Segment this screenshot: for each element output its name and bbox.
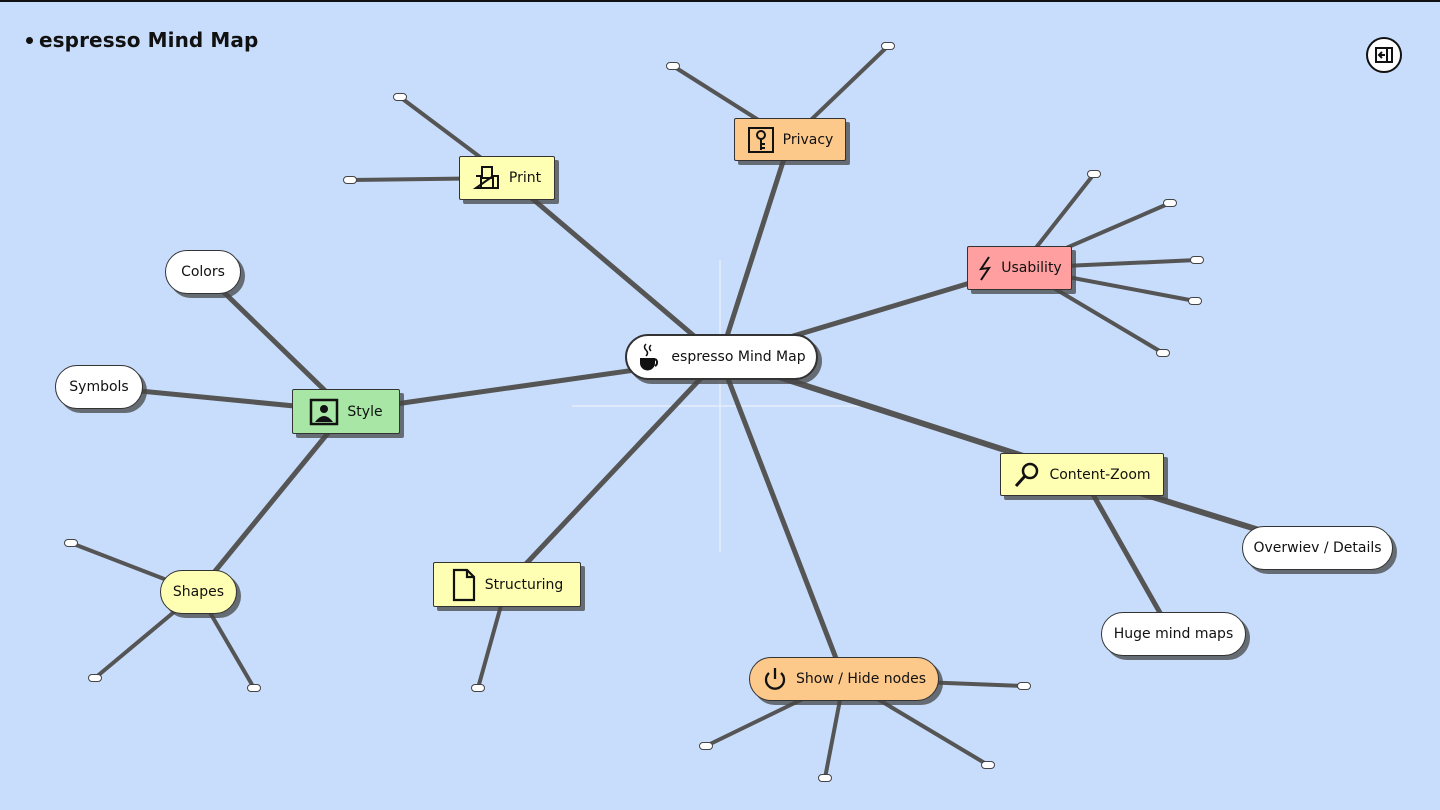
node-colors[interactable]: Colors [165, 250, 241, 294]
collapsed-node-handle[interactable] [1087, 170, 1101, 178]
window-top-border [0, 0, 1440, 2]
lightning-icon [977, 255, 993, 281]
node-shapes-label: Shapes [172, 584, 225, 600]
connector-line [717, 355, 847, 682]
collapsed-node-handle[interactable] [818, 774, 832, 782]
magnifier-icon [1013, 461, 1041, 489]
collapsed-node-handle[interactable] [343, 176, 357, 184]
coffee-cup-icon [637, 342, 663, 372]
exit-icon [1375, 47, 1393, 63]
collapsed-node-handle[interactable] [1017, 682, 1031, 690]
node-print[interactable]: Print [459, 156, 555, 200]
connector-line [505, 175, 723, 361]
node-content-zoom[interactable]: Content-Zoom [1000, 453, 1164, 496]
collapsed-node-handle[interactable] [64, 539, 78, 547]
node-center[interactable]: espresso Mind Map [625, 334, 818, 380]
collapsed-node-handle[interactable] [666, 62, 680, 70]
node-privacy[interactable]: Privacy [734, 118, 846, 161]
node-huge-mind-maps[interactable]: Huge mind maps [1101, 612, 1246, 656]
collapsed-node-handle[interactable] [1156, 349, 1170, 357]
node-style-label: Style [347, 403, 383, 420]
node-show-hide-label: Show / Hide nodes [796, 671, 926, 687]
node-symbols-label: Symbols [69, 379, 129, 395]
collapsed-node-handle[interactable] [699, 742, 713, 750]
printer-icon [472, 164, 501, 192]
key-icon [747, 126, 775, 154]
connector-line [1079, 472, 1175, 637]
exit-button[interactable] [1366, 37, 1402, 73]
document-icon [451, 568, 477, 602]
node-usability-label: Usability [1001, 260, 1062, 276]
title-bullet [26, 36, 33, 44]
collapsed-node-handle[interactable] [88, 674, 102, 682]
power-icon [762, 666, 788, 692]
connector-line [200, 269, 349, 414]
connectors [69, 44, 1320, 780]
connector-line [195, 408, 349, 595]
collapsed-node-handle[interactable] [471, 684, 485, 692]
node-show-hide[interactable]: Show / Hide nodes [749, 657, 939, 701]
node-huge-label: Huge mind maps [1113, 626, 1234, 642]
collapsed-node-handle[interactable] [881, 42, 895, 50]
node-shapes[interactable]: Shapes [160, 570, 237, 614]
collapsed-node-handle[interactable] [1188, 297, 1202, 305]
connector-line [504, 355, 723, 587]
collapsed-node-handle[interactable] [247, 684, 261, 692]
app-title-area: espresso Mind Map [26, 28, 258, 52]
node-symbols[interactable]: Symbols [55, 365, 143, 409]
node-content-zoom-label: Content-Zoom [1049, 466, 1151, 483]
node-structuring-label: Structuring [484, 576, 564, 593]
picture-icon [309, 398, 339, 426]
node-structuring[interactable]: Structuring [433, 562, 581, 607]
collapsed-node-handle[interactable] [1163, 199, 1177, 207]
node-colors-label: Colors [181, 264, 225, 280]
node-center-label: espresso Mind Map [671, 349, 806, 365]
node-privacy-label: Privacy [782, 131, 834, 148]
node-overview-label: Overwiev / Details [1253, 540, 1382, 556]
node-overview-details[interactable]: Overwiev / Details [1242, 526, 1393, 570]
connector-line [717, 137, 793, 361]
node-style[interactable]: Style [292, 389, 400, 434]
collapsed-node-handle[interactable] [981, 761, 995, 769]
node-print-label: Print [508, 170, 542, 186]
node-usability[interactable]: Usability [967, 246, 1072, 290]
collapsed-node-handle[interactable] [1190, 256, 1204, 264]
collapsed-node-handle[interactable] [393, 93, 407, 101]
app-title: espresso Mind Map [39, 28, 259, 52]
